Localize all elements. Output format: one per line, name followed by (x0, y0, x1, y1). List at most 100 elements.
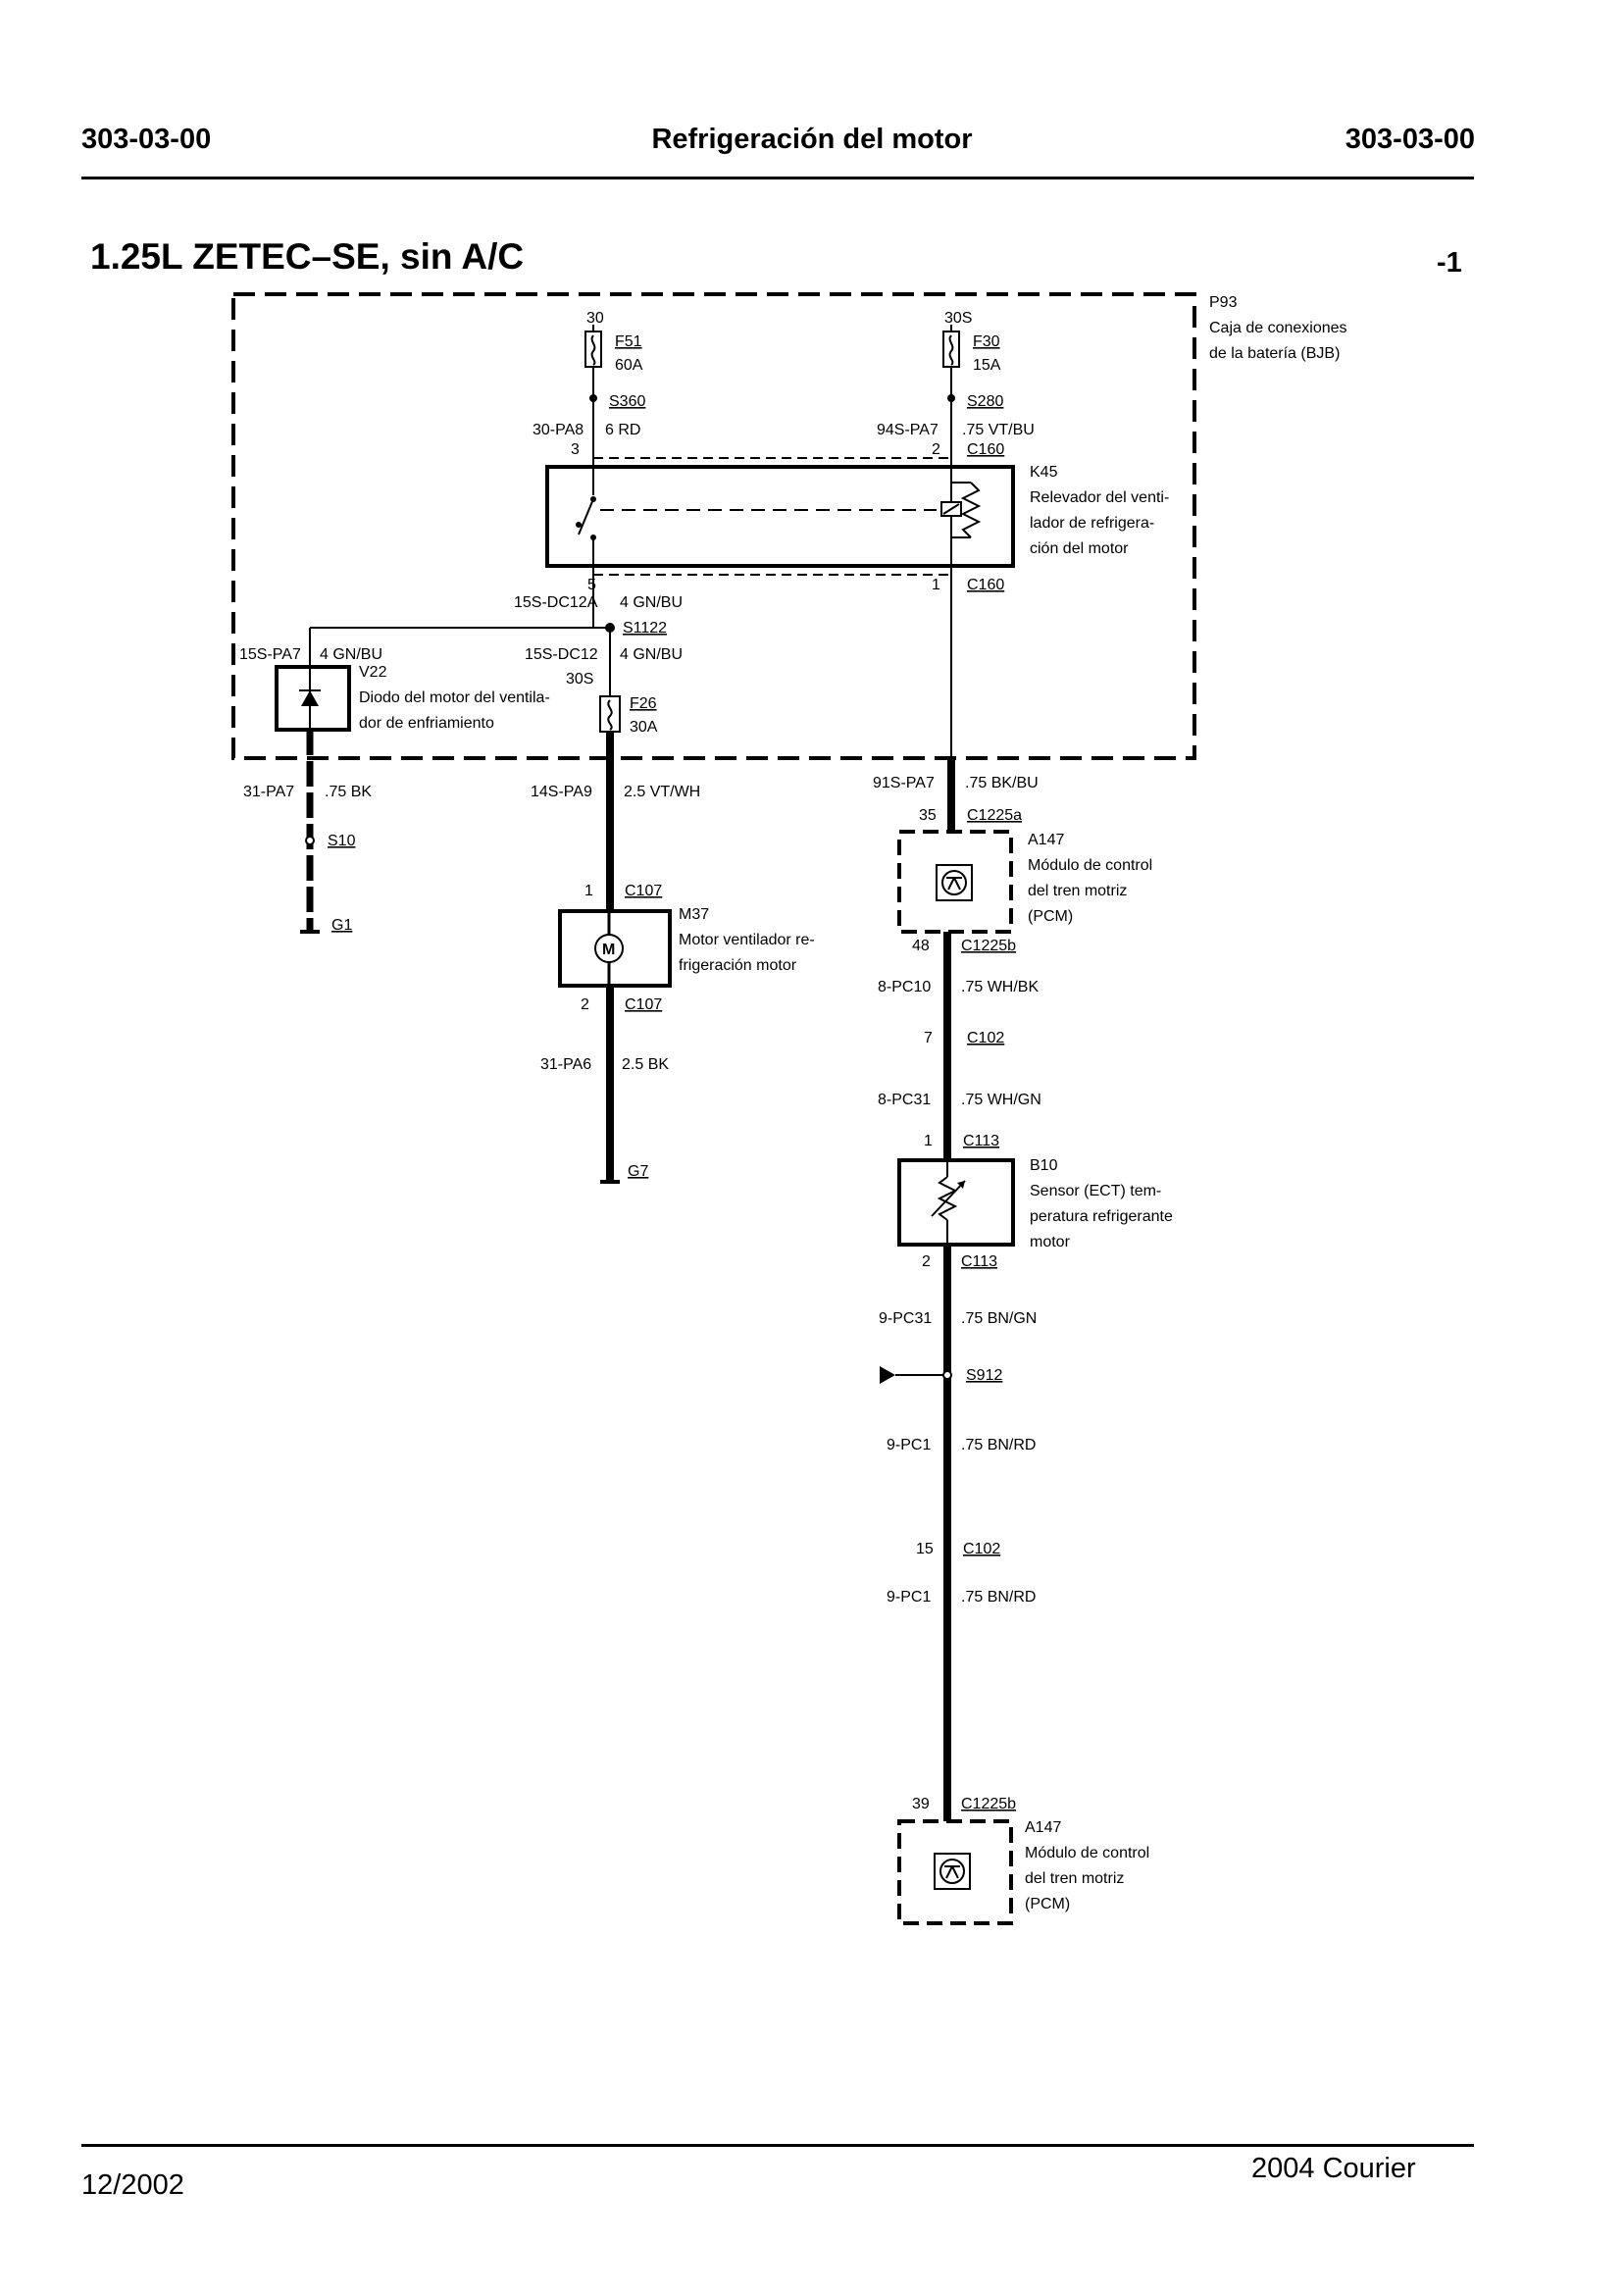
wire-94spa7-circuit: 94S-PA7 (877, 422, 939, 438)
fuse-f26-id: F26 (630, 695, 657, 712)
page-number: -1 (1437, 247, 1462, 279)
fuse-f51-icon (584, 331, 602, 368)
wire-8pc31-circuit: 8-PC31 (878, 1092, 931, 1108)
battery-box-desc-line2: de la batería (BJB) (1209, 345, 1340, 362)
wire-30pa8-spec: 6 RD (605, 422, 640, 438)
sensor-id: B10 (1030, 1157, 1058, 1174)
wire-9pc1-a-circuit: 9-PC1 (887, 1437, 931, 1453)
relay-pin-2: 2 (932, 441, 940, 458)
pcm-id-top: A147 (1028, 832, 1064, 848)
diagram-title: 1.25L ZETEC–SE, sin A/C (90, 236, 525, 277)
wire-15sdc12a-spec: 4 GN/BU (620, 594, 683, 611)
ground-g1: G1 (331, 917, 352, 934)
sensor-b10-box (897, 1158, 1015, 1247)
ground-g7: G7 (628, 1163, 648, 1180)
wire-14spa9-spec: 2.5 VT/WH (624, 784, 700, 800)
sensor-desc-line1: Sensor (ECT) tem- (1030, 1183, 1161, 1199)
pcm-pin-35: 35 (919, 807, 937, 824)
motor-icon: M (594, 911, 624, 986)
pcm-c1225a: C1225a (967, 807, 1022, 824)
diode-id: V22 (359, 664, 387, 681)
diode-desc-line1: Diodo del motor del ventila- (359, 689, 550, 706)
wire-15sdc12-spec: 4 GN/BU (620, 646, 683, 663)
wire-9pc1-a-spec: .75 BN/RD (961, 1437, 1036, 1453)
sensor-pin-1: 1 (924, 1133, 933, 1149)
motor-c107-bottom: C107 (625, 996, 662, 1013)
wire-91spa7-spec: .75 BK/BU (965, 775, 1039, 791)
wire-31pa7-spec: .75 BK (325, 784, 372, 800)
pcm2-c1225b: C1225b (961, 1796, 1016, 1812)
c102-bottom-pin: 15 (916, 1541, 934, 1557)
relay-desc-line1: Relevador del venti- (1030, 489, 1169, 506)
relay-pin-1: 1 (932, 577, 940, 593)
fuse-f30-pin: 30S (944, 310, 972, 327)
wire-9pc31-spec: .75 BN/GN (961, 1310, 1037, 1327)
pcm-pin-48: 48 (912, 938, 930, 954)
wire-30pa8-circuit: 30-PA8 (533, 422, 584, 438)
wire-31pa6-spec: 2.5 BK (622, 1056, 669, 1073)
wire-91spa7-circuit: 91S-PA7 (873, 775, 935, 791)
fuse-f30-id: F30 (973, 333, 1000, 350)
wire-94spa7-spec: .75 VT/BU (962, 422, 1035, 438)
pcm-id-bottom: A147 (1025, 1819, 1061, 1836)
wire-9pc31-circuit: 9-PC31 (879, 1310, 932, 1327)
battery-box-id: P93 (1209, 294, 1238, 311)
pcm-desc-top-line1: Módulo de control (1028, 857, 1152, 874)
motor-desc-line1: Motor ventilador re- (679, 932, 815, 948)
wire-15sdc12a-circuit: 15S-DC12A (514, 594, 598, 611)
relay-desc-line3: ción del motor (1030, 540, 1129, 557)
fuse-f30-rating: 15A (973, 357, 1001, 374)
wire-9pc1-b-circuit: 9-PC1 (887, 1589, 931, 1606)
wire-8pc10-circuit: 8-PC10 (878, 979, 931, 995)
header-title: Refrigeración del motor (651, 124, 973, 155)
wire-31pa6-circuit: 31-PA6 (540, 1056, 591, 1073)
pcm-desc-top-line3: (PCM) (1028, 908, 1073, 925)
wire-15sdc12-circuit: 15S-DC12 (525, 646, 598, 663)
sensor-c113-bottom: C113 (961, 1253, 997, 1270)
sensor-desc-line3: motor (1030, 1234, 1071, 1250)
splice-s912: S912 (966, 1367, 1002, 1384)
splice-s912-arrow-icon (880, 1366, 952, 1384)
fuse-f51-id: F51 (615, 333, 642, 350)
splice-s1122: S1122 (623, 620, 667, 637)
diode-desc-line2: dor de enfriamiento (359, 715, 494, 732)
fuse-f26-pin: 30S (566, 671, 593, 688)
fuse-f51-pin: 30 (586, 310, 604, 327)
header-rule (81, 177, 1474, 179)
wire-14spa9-circuit: 14S-PA9 (531, 784, 592, 800)
battery-box-desc-line1: Caja de conexiones (1209, 320, 1347, 336)
header-code-right: 303-03-00 (1345, 124, 1475, 155)
wire-15spa7-spec: 4 GN/BU (320, 646, 382, 663)
fuse-f30-icon (942, 331, 960, 368)
splice-s360: S360 (609, 393, 645, 410)
relay-id: K45 (1030, 464, 1058, 481)
relay-c160-bottom: C160 (967, 577, 1004, 593)
footer-model: 2004 Courier (1251, 2153, 1416, 2184)
c102-top: C102 (967, 1030, 1004, 1046)
sensor-c113-top: C113 (963, 1133, 999, 1149)
battery-junction-box (231, 292, 1196, 760)
relay-coil-icon (940, 467, 982, 566)
fuse-f26-icon (599, 695, 621, 733)
pcm-desc-bottom-line3: (PCM) (1025, 1896, 1070, 1912)
sensor-pin-2: 2 (922, 1253, 931, 1270)
thermistor-icon (931, 1160, 966, 1245)
pcm-desc-bottom-line1: Módulo de control (1025, 1845, 1149, 1861)
motor-pin-1: 1 (584, 883, 593, 899)
motor-id: M37 (679, 906, 709, 923)
relay-c160-top: C160 (967, 441, 1004, 458)
pcm-desc-top-line2: del tren motriz (1028, 883, 1127, 899)
splice-s10-dot (305, 836, 315, 845)
pcm-c1225b: C1225b (961, 938, 1016, 954)
splice-s280-dot (947, 394, 955, 402)
splice-s360-dot (589, 394, 597, 402)
pcm-desc-bottom-line2: del tren motriz (1025, 1870, 1124, 1887)
relay-contact-icon (576, 467, 937, 566)
footer-rule (81, 2144, 1474, 2147)
fuse-f51-rating: 60A (615, 357, 643, 374)
wire-8pc31-spec: .75 WH/GN (961, 1092, 1041, 1108)
pcm2-pin-39: 39 (912, 1796, 930, 1812)
motor-c107-top: C107 (625, 883, 662, 899)
pcm-chip-icon (936, 864, 973, 901)
motor-pin-2: 2 (581, 996, 589, 1013)
